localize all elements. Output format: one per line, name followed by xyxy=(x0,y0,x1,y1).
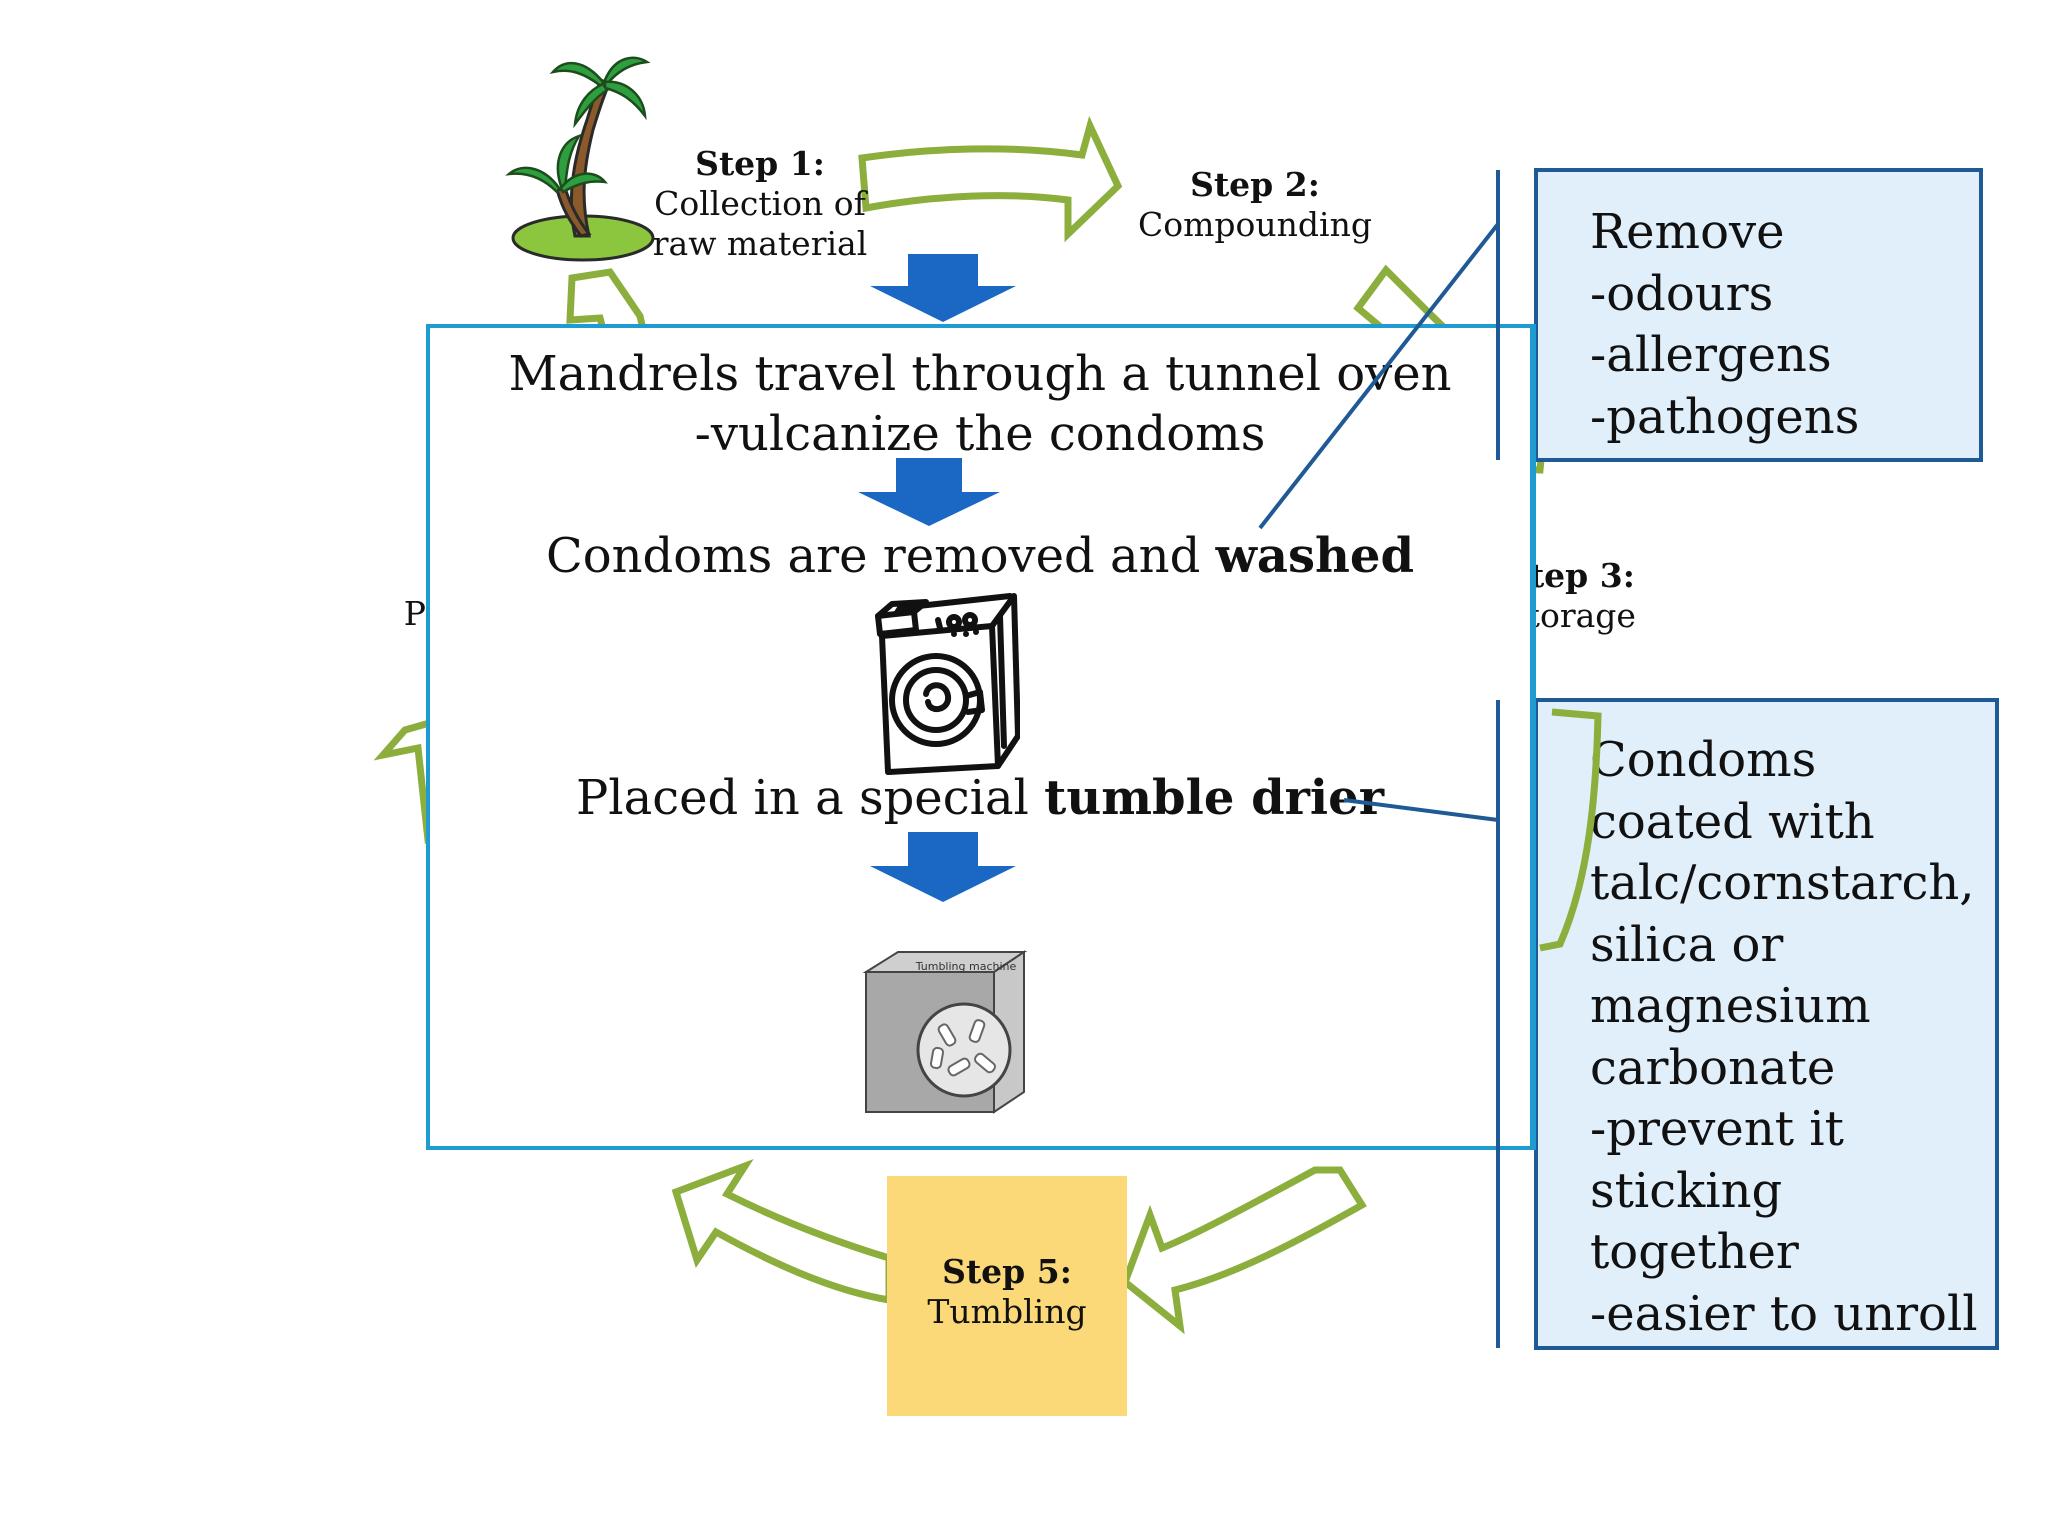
step1-text-line1: Collection of xyxy=(654,184,866,223)
note2-line: carbonate xyxy=(1590,1039,1836,1096)
step2-number: Step 2: xyxy=(1190,165,1320,204)
note-box-coating: Condoms coated with talc/cornstarch, sil… xyxy=(1534,698,1999,1350)
cycle-arrow-out-of-step5 xyxy=(671,1158,893,1305)
main-line-3: Condoms are removed and washed xyxy=(430,526,1530,586)
note2-line: sticking xyxy=(1590,1162,1783,1219)
main-line-3-emphasis: washed xyxy=(1215,528,1415,584)
main-line-2: -vulcanize the condoms xyxy=(694,406,1266,462)
step1-label: Step 1: Collection of raw material xyxy=(640,144,880,264)
main-line-3-text: Condoms are removed and xyxy=(545,528,1216,584)
main-line-4-emphasis: tumble drier xyxy=(1044,770,1384,826)
note1-line: -allergens xyxy=(1590,327,1832,383)
note2-line: talc/cornstarch, xyxy=(1590,855,1975,911)
step1-text-line2: raw material xyxy=(652,224,868,263)
step5-label: Step 5: Tumbling xyxy=(887,1252,1127,1332)
note2-line: -easier to unroll xyxy=(1590,1285,1978,1342)
step5-text-line1: Tumbling xyxy=(927,1292,1087,1331)
down-arrow-icon xyxy=(870,832,1016,902)
note2-line: magnesium xyxy=(1590,978,1871,1034)
tumbling-machine-caption: Tumbling machine xyxy=(915,960,1017,973)
step5-box: Step 5: Tumbling xyxy=(887,1176,1127,1416)
note1-line: -pathogens xyxy=(1590,388,1860,445)
tumbling-machine-image: Tumbling machine xyxy=(854,924,1046,1116)
step1-number: Step 1: xyxy=(695,144,825,183)
down-arrow-icon xyxy=(858,458,1000,526)
note1-line: Remove xyxy=(1590,204,1785,260)
note2-line: Condoms xyxy=(1590,732,1817,788)
note2-line: together xyxy=(1590,1224,1799,1280)
washing-machine-icon xyxy=(875,593,1020,775)
note-box-remove: Remove -odours -allergens -pathogens xyxy=(1534,168,1983,462)
step5-number: Step 5: xyxy=(942,1252,1072,1291)
note2-line: silica or xyxy=(1590,916,1784,973)
cycle-arrow-1-to-2 xyxy=(858,115,1123,243)
note2-line: coated with xyxy=(1590,793,1875,850)
main-line-4: Placed in a special tumble drier xyxy=(430,768,1530,828)
main-line-4-text: Placed in a special xyxy=(576,770,1045,826)
process-detail-box: Mandrels travel through a tunnel oven -v… xyxy=(426,324,1534,1150)
cycle-arrow-into-step5 xyxy=(1120,1166,1367,1335)
note2-line: -prevent it xyxy=(1590,1101,1844,1157)
palm-tree-icon xyxy=(505,56,655,262)
down-arrow-icon xyxy=(870,254,1016,322)
note1-line: -odours xyxy=(1590,265,1774,322)
